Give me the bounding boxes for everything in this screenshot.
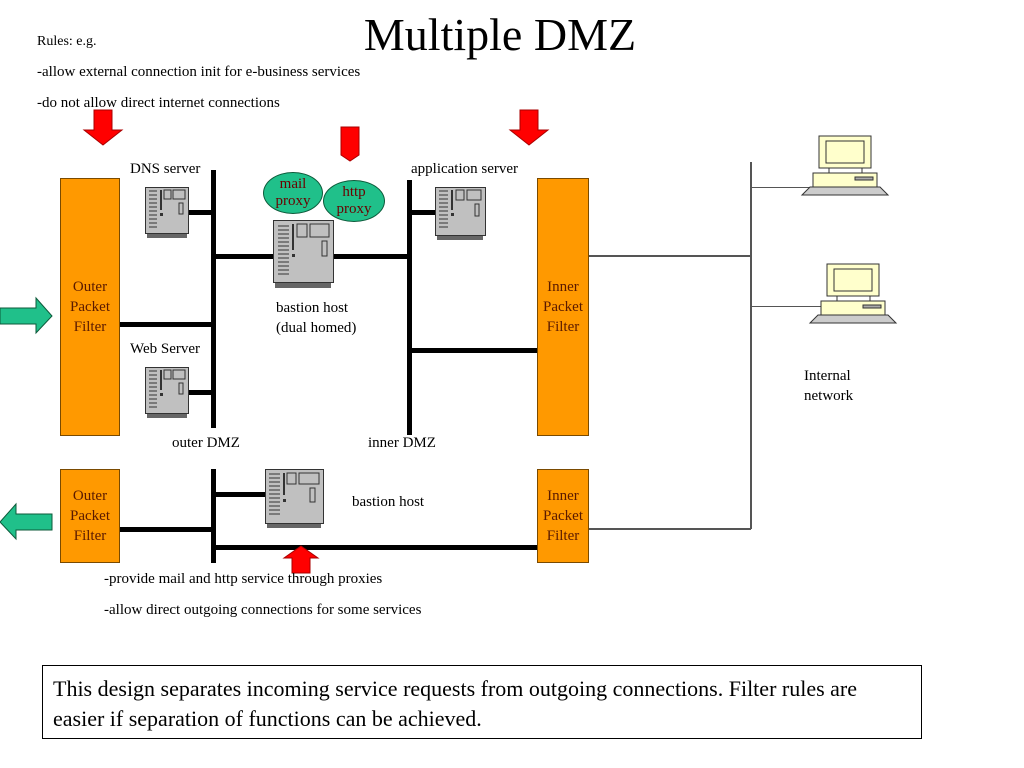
- summary-box: This design separates incoming service r…: [42, 665, 922, 739]
- filter-label: Packet: [543, 299, 583, 315]
- outgoing-connection-arrow-icon: [0, 502, 53, 541]
- bottom-bastion-host-label: bastion host: [352, 494, 425, 510]
- link-bottom-bastion: [215, 492, 267, 497]
- link-workstation-1: [751, 187, 811, 188]
- proxy-label: mail: [279, 176, 307, 192]
- bottom-note: -allow direct outgoing connections for s…: [104, 602, 422, 618]
- link-inner-filter: [411, 348, 537, 353]
- filter-label: Filter: [546, 528, 580, 544]
- outer-dmz-label: outer DMZ: [172, 435, 240, 451]
- link-bottom-inner-filter-internal: [589, 528, 751, 530]
- inbound-arrow-icon: [508, 109, 550, 146]
- internal-network-label: Internal network: [804, 366, 853, 406]
- filter-label: Inner: [547, 279, 579, 295]
- link-inner-filter-internal: [589, 255, 751, 257]
- proxy-label: http: [342, 184, 366, 200]
- proxy-label: proxy: [336, 201, 372, 217]
- bottom-note: -provide mail and http service through p…: [104, 571, 383, 587]
- inner-dmz-bus: [407, 180, 412, 435]
- bottom-bastion-host-icon[interactable]: [265, 469, 327, 529]
- filter-label: Filter: [546, 319, 580, 335]
- filter-label: Packet: [543, 508, 583, 524]
- link-bottom-outer-filter: [120, 527, 212, 532]
- bastion-host-dual-homed-icon[interactable]: [273, 220, 335, 290]
- link-bottom-inner-filter: [215, 545, 537, 550]
- web-server-label: Web Server: [130, 341, 201, 357]
- dns-server-label: DNS server: [130, 161, 201, 177]
- filter-label: Packet: [70, 508, 110, 524]
- workstation-icon[interactable]: [800, 135, 892, 197]
- slide-title: Multiple DMZ: [363, 9, 637, 60]
- link-outer-filter: [120, 322, 212, 327]
- filter-label: Inner: [547, 488, 579, 504]
- rules-heading: Rules: e.g.: [37, 34, 97, 49]
- bastion-label-line: (dual homed): [276, 320, 357, 336]
- filter-label: Outer: [72, 279, 108, 295]
- outer-dmz-bus: [211, 170, 216, 428]
- filter-label: Filter: [73, 319, 107, 335]
- link-app: [411, 210, 436, 215]
- internal-network-line: network: [804, 388, 854, 404]
- internal-network-line: Internal: [804, 368, 851, 384]
- filter-label: Packet: [70, 299, 110, 315]
- bastion-label-line: bastion host: [276, 300, 349, 316]
- rule-item: -allow external connection init for e-bu…: [37, 64, 361, 80]
- proxy-label: proxy: [275, 193, 311, 209]
- bastion-host-label: bastion host (dual homed): [276, 298, 356, 338]
- incoming-connection-arrow-icon: [0, 296, 53, 335]
- filter-label: Filter: [73, 528, 107, 544]
- outbound-up-arrow-icon: [282, 545, 320, 574]
- application-server-label: application server: [411, 161, 519, 177]
- inbound-arrow-icon: [82, 109, 124, 146]
- inner-dmz-label: inner DMZ: [368, 435, 436, 451]
- link-web: [188, 390, 212, 395]
- filter-label: Outer: [72, 488, 108, 504]
- rule-item: -do not allow direct internet connection…: [37, 95, 280, 111]
- link-workstation-2: [751, 306, 821, 307]
- application-server-icon[interactable]: [435, 187, 487, 241]
- bottom-bus: [211, 469, 216, 563]
- workstation-icon[interactable]: [808, 263, 900, 325]
- dns-server-icon[interactable]: [145, 187, 189, 239]
- link-dns: [188, 210, 212, 215]
- web-server-icon[interactable]: [145, 367, 189, 419]
- link-bastion-outer: [215, 254, 275, 259]
- link-bastion-inner: [332, 254, 408, 259]
- internal-network-bus: [750, 162, 752, 529]
- inbound-arrow-icon: [340, 126, 360, 162]
